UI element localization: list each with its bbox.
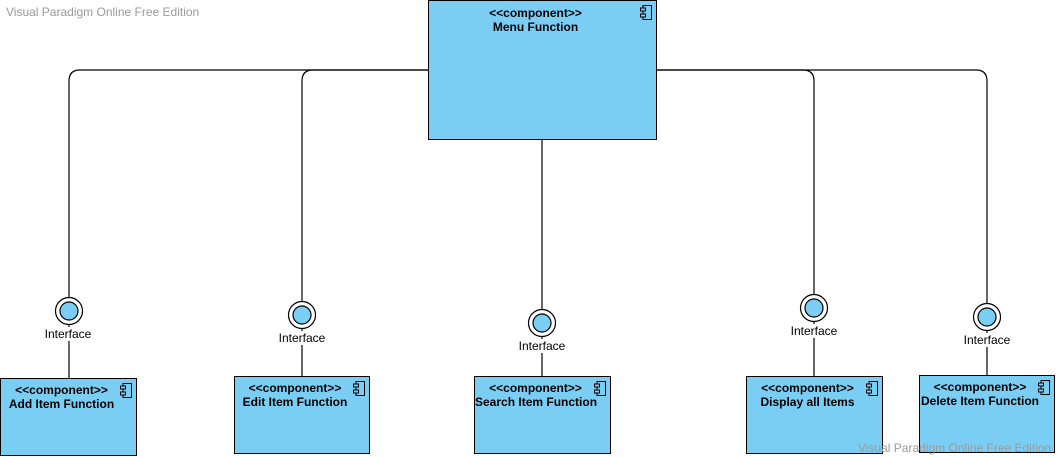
interface-edit-label: Interface — [277, 331, 327, 345]
interface-search-label: Interface — [517, 339, 567, 353]
component-delete-item[interactable]: <<component>> Delete Item Function — [919, 375, 1055, 453]
interface-add-label: Interface — [43, 327, 93, 341]
interface-display-lollipop[interactable] — [799, 293, 829, 323]
connector-add — [68, 69, 429, 298]
component-stereotype: <<component>> — [489, 6, 582, 20]
component-icon — [353, 381, 365, 396]
component-name: Menu Function — [492, 20, 579, 34]
component-edit-item[interactable]: <<component>> Edit Item Function — [234, 376, 370, 454]
component-display-items[interactable]: <<component>> Display all Items — [746, 376, 883, 454]
connector-delete — [656, 69, 988, 303]
component-name: Add Item Function — [8, 397, 115, 411]
component-name: Search Item Function — [475, 395, 598, 409]
interface-search-lollipop[interactable] — [527, 308, 557, 338]
component-name: Display all Items — [760, 395, 855, 409]
component-add-item[interactable]: <<component>> Add Item Function — [0, 378, 137, 456]
connector-display — [656, 69, 815, 294]
watermark-bottom: Visual Paradigm Online Free Edition — [858, 441, 1052, 455]
component-icon — [640, 5, 652, 20]
component-stereotype: <<component>> — [489, 381, 582, 395]
component-stereotype: <<component>> — [933, 380, 1027, 394]
component-icon — [1038, 380, 1050, 395]
connector-edit — [301, 69, 429, 301]
interface-add-lollipop[interactable] — [54, 296, 84, 326]
component-name: Edit Item Function — [242, 395, 348, 409]
interface-delete-label: Interface — [962, 333, 1012, 347]
interface-delete-lollipop[interactable] — [972, 302, 1002, 332]
component-stereotype: <<component>> — [15, 383, 108, 397]
component-icon — [120, 383, 132, 398]
interface-display-label: Interface — [789, 324, 839, 338]
component-search-item[interactable]: <<component>> Search Item Function — [474, 376, 611, 454]
component-stereotype: <<component>> — [761, 381, 854, 395]
interface-edit-lollipop[interactable] — [287, 300, 317, 330]
component-name: Delete Item Function — [920, 394, 1039, 408]
component-menu-function[interactable]: <<component>> Menu Function — [428, 0, 657, 140]
component-icon — [594, 381, 606, 396]
component-icon — [866, 381, 878, 396]
watermark-top: Visual Paradigm Online Free Edition — [6, 5, 200, 19]
component-stereotype: <<component>> — [248, 381, 342, 395]
